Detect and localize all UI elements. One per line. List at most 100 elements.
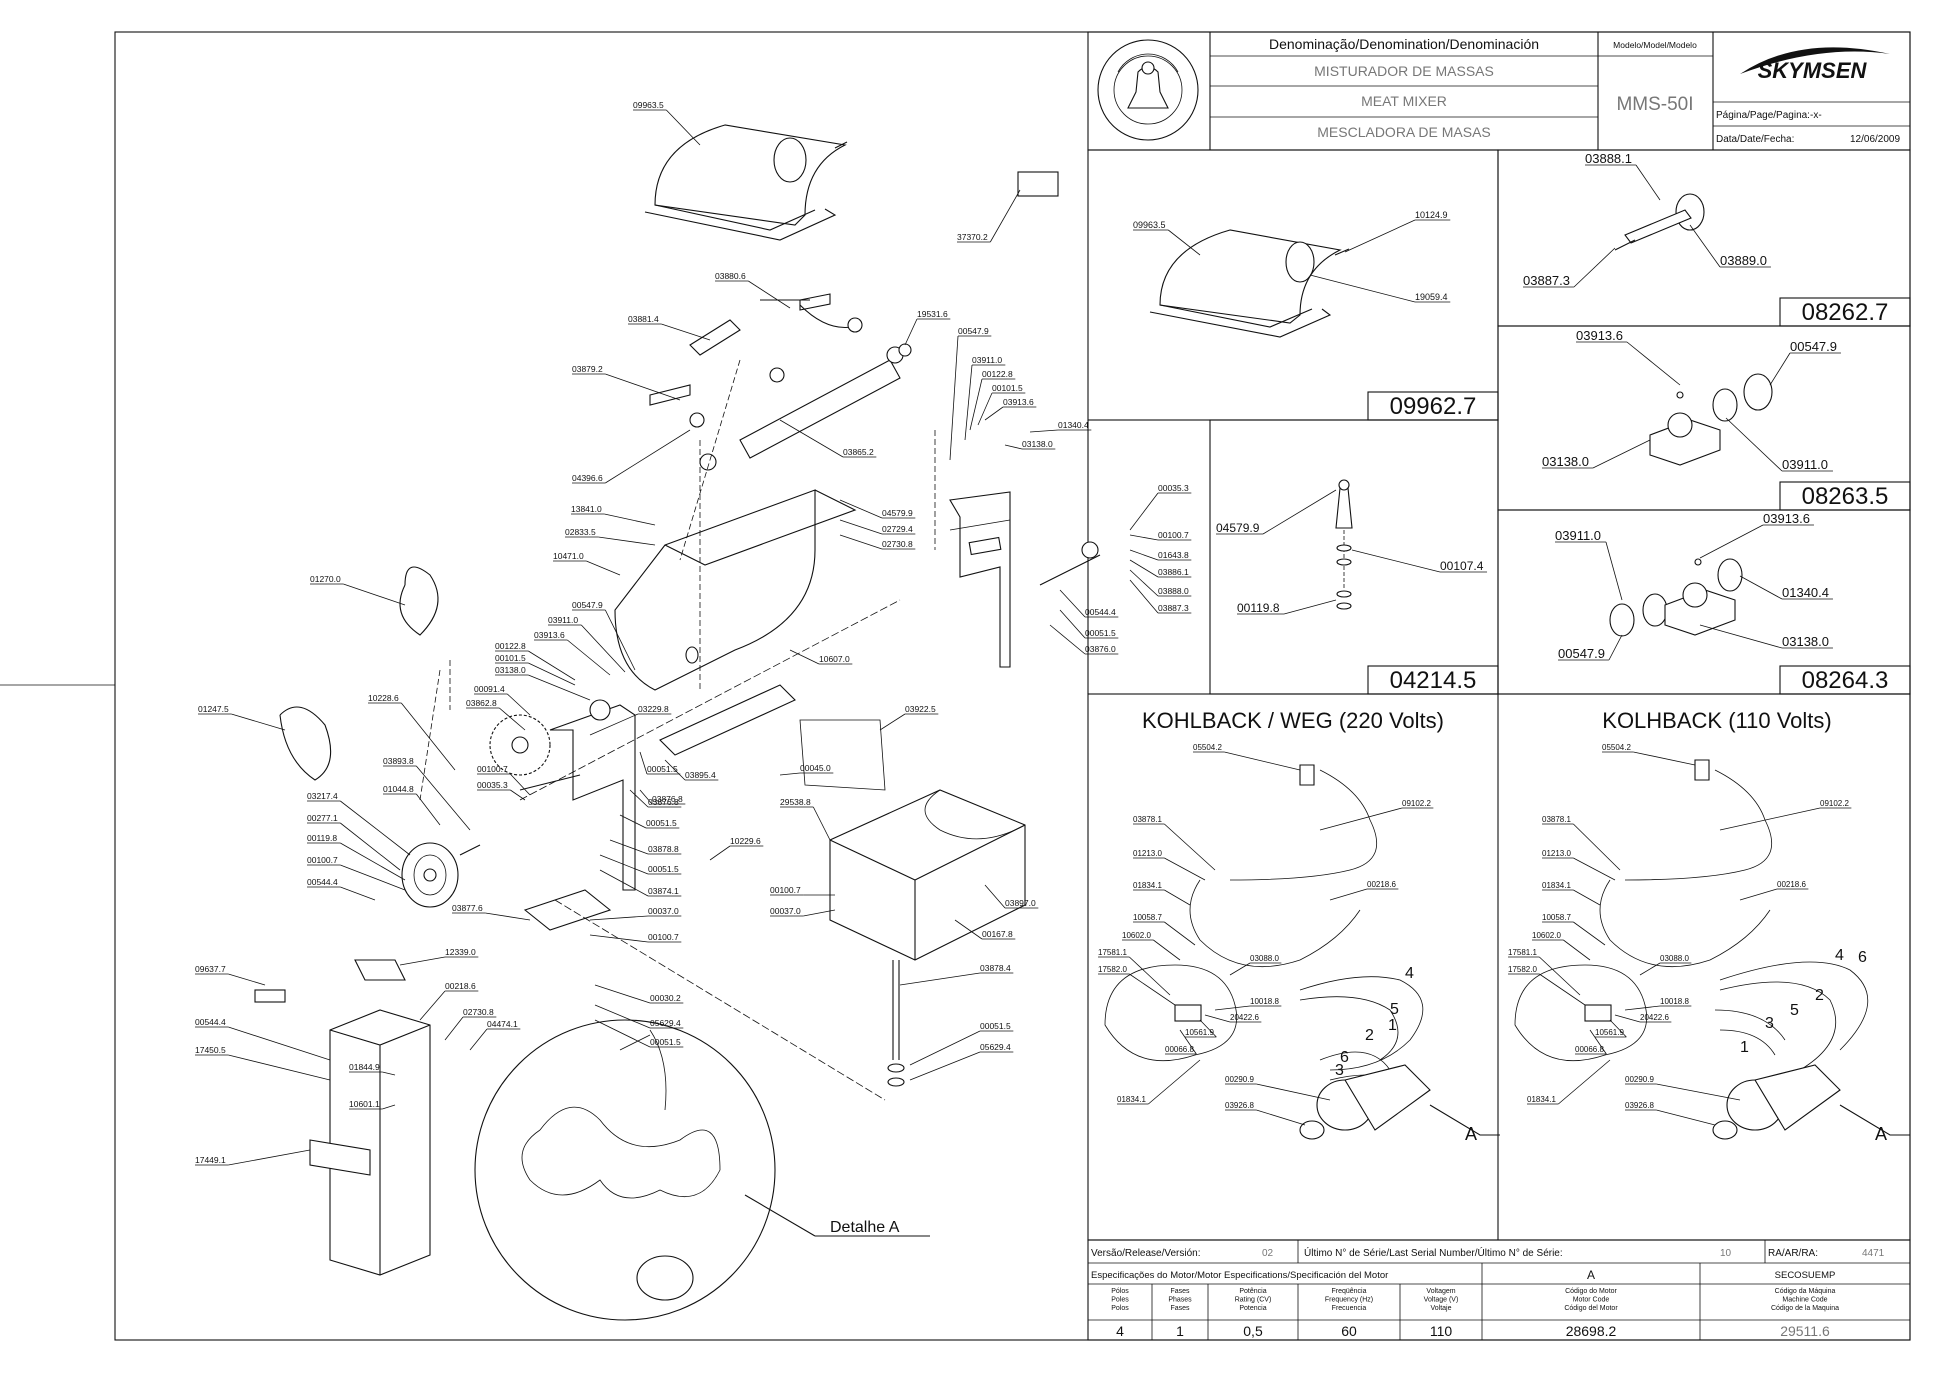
part-number-label: 00119.8 xyxy=(1237,601,1280,615)
spec-column-header: Voltage (V) xyxy=(1424,1297,1459,1304)
leader-line xyxy=(586,560,621,576)
leader-line xyxy=(1049,624,1086,655)
leader-line xyxy=(1573,921,1606,946)
leader-line xyxy=(228,1026,331,1061)
part-number-label: 03888.0 xyxy=(1158,586,1189,596)
part-number-label: 03138.0 xyxy=(495,665,526,675)
part-number-label: 01834.1 xyxy=(1117,1095,1146,1104)
leader-line xyxy=(1633,751,1696,766)
product-name-pt: MISTURADOR DE MASSAS xyxy=(1314,63,1494,79)
spec-column-header: Freqüência xyxy=(1331,1288,1366,1295)
leader-line xyxy=(664,759,686,781)
leader-line xyxy=(340,842,406,881)
leader-line xyxy=(1589,1029,1607,1055)
part-number-label: 03926.8 xyxy=(1225,1101,1254,1110)
leader-line xyxy=(1351,549,1441,573)
wire-number: 6 xyxy=(1858,949,1867,966)
part-number-label: 00122.8 xyxy=(982,369,1013,379)
part-number-label: 03887.3 xyxy=(1523,273,1570,288)
leader-line xyxy=(528,662,576,686)
leader-line xyxy=(1656,1083,1741,1101)
leader-line xyxy=(789,649,820,665)
belt-01270 xyxy=(399,566,439,636)
part-number-label: 09637.7 xyxy=(195,964,226,974)
motor-110v-title: KOLHBACK (110 Volts) xyxy=(1602,708,1831,733)
leader-line xyxy=(748,280,791,309)
frame-right xyxy=(949,491,1101,668)
part-number-label: 03878.1 xyxy=(1542,815,1571,824)
leader-line xyxy=(416,793,441,826)
part-number-label: 00122.8 xyxy=(495,641,526,651)
part-number-label: 00277.1 xyxy=(307,813,338,823)
part-number-label: 00101.5 xyxy=(495,653,526,663)
part-number-label: 19059.4 xyxy=(1415,292,1448,302)
leader-line xyxy=(964,364,973,441)
part-number-label: 03862.8 xyxy=(466,698,497,708)
leader-line xyxy=(510,789,526,801)
motor-base-box xyxy=(829,789,1026,961)
part-number-label: 03876.0 xyxy=(1085,644,1116,654)
leader-line xyxy=(1164,921,1196,946)
stand-column xyxy=(309,1009,431,1276)
leader-line xyxy=(1256,1109,1306,1126)
product-name-en: MEAT MIXER xyxy=(1361,93,1447,109)
leader-line xyxy=(969,378,983,431)
leader-line xyxy=(599,869,649,897)
leader-line xyxy=(1558,1059,1611,1105)
part-number-label: 00091.4 xyxy=(474,684,505,694)
part-number-label: 01044.8 xyxy=(383,784,414,794)
wire-number: 6 xyxy=(1340,1049,1349,1066)
part-number-label: 00051.5 xyxy=(648,864,679,874)
part-number-label: 03922.5 xyxy=(905,704,936,714)
leader-line xyxy=(419,990,446,1021)
part-number-label: 03911.0 xyxy=(1555,528,1601,543)
leader-line xyxy=(1639,962,1661,976)
leader-line xyxy=(528,674,591,701)
date-label: Data/Date/Fecha: xyxy=(1716,134,1794,145)
part-number-label: 03878.8 xyxy=(648,844,679,854)
authorized-technical-assistance-seal xyxy=(1097,39,1199,141)
part-number-label: 04579.9 xyxy=(1216,521,1260,535)
part-number-label: 03887.3 xyxy=(1158,603,1189,613)
motor-spec-label: Especificações do Motor/Motor Especifica… xyxy=(1091,1270,1388,1281)
main-exploded-view: Detalhe A 09963.537370.203880.603881.419… xyxy=(195,100,1192,1321)
leader-line xyxy=(594,1019,651,1048)
part-number-label: 03878.4 xyxy=(980,963,1011,973)
part-number-label: 02729.4 xyxy=(882,524,913,534)
leader-line xyxy=(1168,229,1201,256)
part-number-label: 10018.8 xyxy=(1660,997,1689,1006)
wire-number: 3 xyxy=(1335,1062,1344,1079)
leader-line xyxy=(639,789,653,805)
part-number-label: 10561.9 xyxy=(1185,1028,1214,1037)
part-number-label: 19531.6 xyxy=(917,309,948,319)
leader-line xyxy=(812,806,831,841)
part-number-label: 03088.0 xyxy=(1250,954,1279,963)
part-number-label: 03088.0 xyxy=(1660,954,1689,963)
motor-tag: A xyxy=(1875,1124,1887,1144)
part-number-label: 00035.3 xyxy=(1158,483,1189,493)
leader-line xyxy=(1164,889,1191,906)
part-number-label: 10607.0 xyxy=(819,654,850,664)
leader-line xyxy=(1329,888,1368,901)
leader-line xyxy=(1344,219,1416,253)
leader-line xyxy=(1224,751,1301,771)
leader-line xyxy=(340,886,376,901)
wire-number: 5 xyxy=(1790,1002,1799,1019)
part-number-label: 09963.5 xyxy=(1133,220,1166,230)
leader-line xyxy=(401,702,456,771)
part-number-label: 13841.0 xyxy=(571,504,602,514)
wire-number: 1 xyxy=(1388,1017,1397,1034)
spec-column-value: 60 xyxy=(1341,1323,1357,1339)
bearing-b-assembly-code: 08264.3 xyxy=(1802,667,1889,694)
leader-line xyxy=(343,583,406,606)
handle-assembly-code: 04214.5 xyxy=(1390,667,1477,694)
page-label: Página/Page/Pagina: xyxy=(1716,110,1810,121)
part-number-label: 10228.6 xyxy=(368,693,399,703)
leader-line xyxy=(1605,541,1623,601)
leader-line xyxy=(1059,589,1086,618)
leader-line xyxy=(228,1054,331,1081)
part-number-label: 00051.5 xyxy=(647,764,678,774)
leader-line xyxy=(989,189,1021,243)
leader-line xyxy=(1129,549,1159,561)
